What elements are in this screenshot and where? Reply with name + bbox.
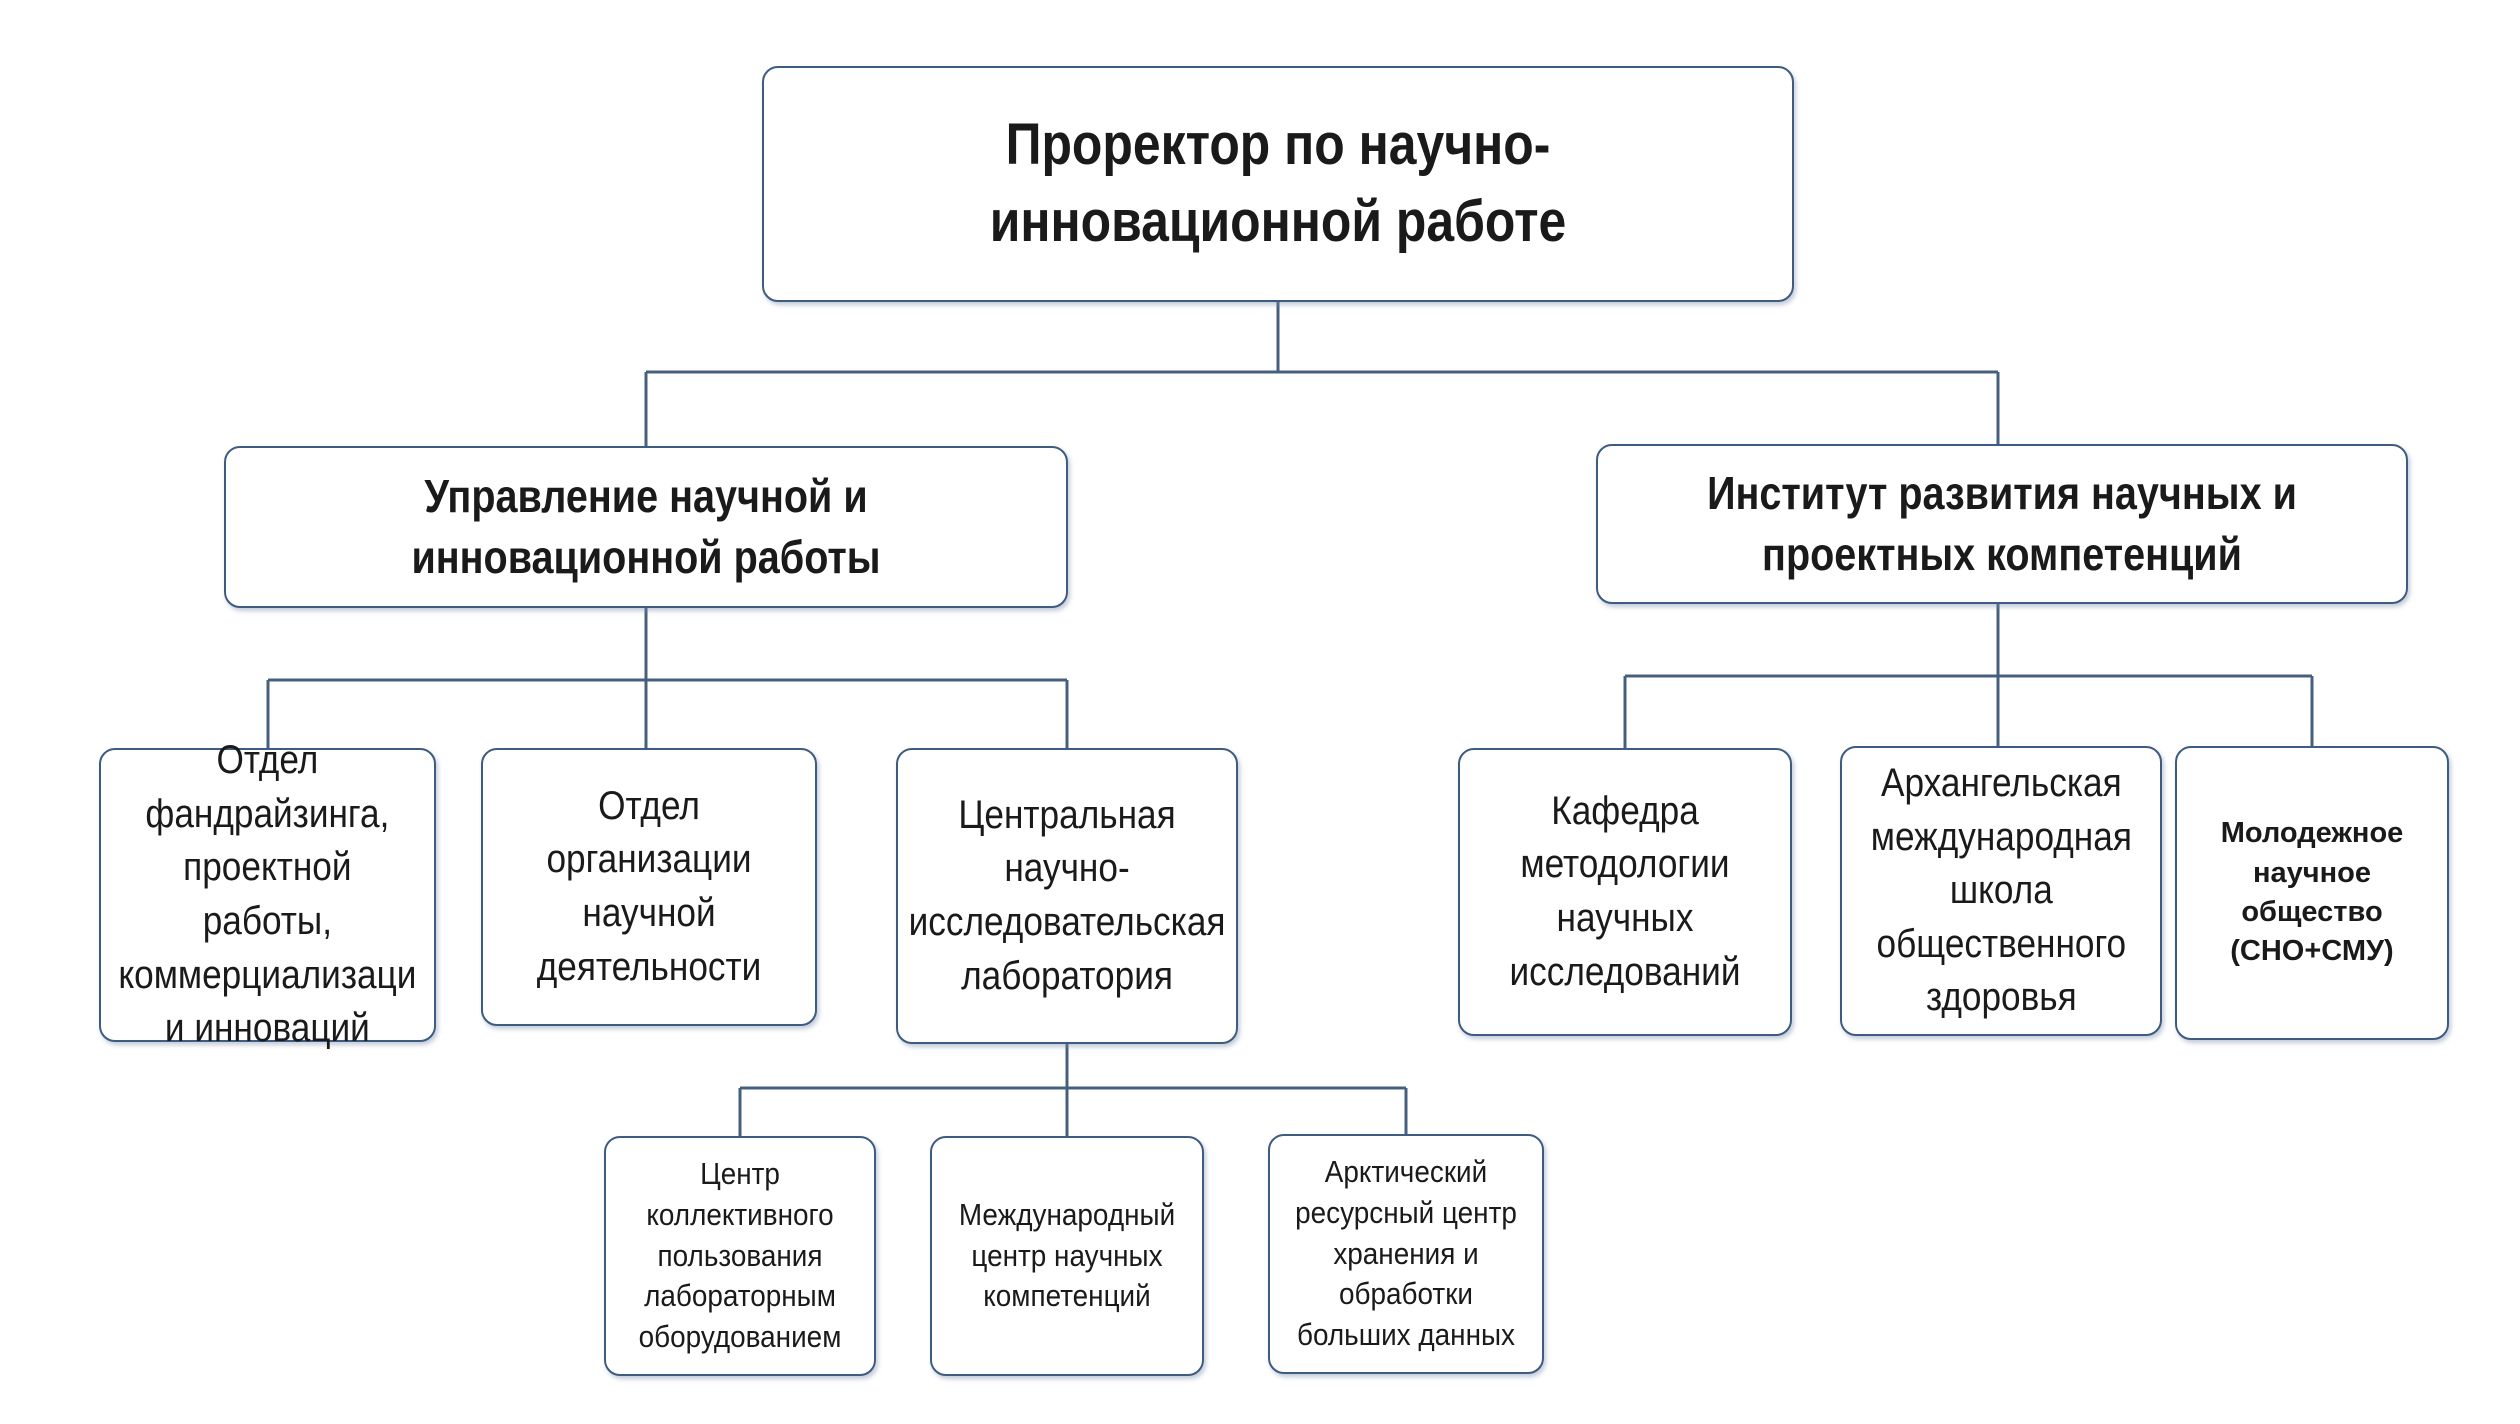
branch-box-research-management: Управление научной и инновационной работ… [224, 446, 1068, 608]
branch-box-competence-institute: Институт развития научных и проектных ко… [1596, 444, 2408, 604]
dept-box-fundraising: Отдел фандрайзинга, проектной работы, ко… [99, 738, 436, 1050]
center-box-arctic-data: Арктический ресурсный центр хранения и о… [1268, 1134, 1544, 1374]
research-organization-dept-label: Отдел организации научной деятельности [536, 783, 762, 989]
dept-box-youth-scientific-society: Молодежное научное общество (СНО+СМУ) [2175, 746, 2449, 1040]
methodology-dept-label: Кафедра методологии научных исследований [1509, 788, 1741, 994]
research-management-label: Управление научной и инновационной работ… [411, 470, 881, 583]
central-lab-label: Центральная научно-исследовательская лаб… [908, 792, 1226, 998]
dept-box-methodology: Кафедра методологии научных исследований [1458, 748, 1792, 1036]
center-box-scientific-competences: Международный центр научных компетенций [930, 1136, 1204, 1376]
center-box-shared-equipment: Центр коллективного пользования лаборато… [604, 1136, 876, 1376]
competence-institute-label: Институт развития научных и проектных ко… [1707, 467, 2297, 580]
dept-box-research-organization: Отдел организации научной деятельности [481, 748, 817, 1026]
root-label: Проректор по научно-инновационной работе [989, 112, 1567, 254]
public-health-school-label: Архангельская международная школа общест… [1870, 761, 2132, 1020]
youth-society-label: Молодежное научное общество (СНО+СМУ) [2220, 817, 2404, 968]
arctic-data-center-label: Арктический ресурсный центр хранения и о… [1295, 1153, 1517, 1353]
root-box-vice-rector: Проректор по научно-инновационной работе [762, 66, 1794, 302]
competence-center-label: Международный центр научных компетенций [958, 1196, 1176, 1314]
shared-equipment-center-label: Центр коллективного пользования лаборато… [638, 1155, 842, 1355]
dept-box-public-health-school: Архангельская международная школа общест… [1840, 746, 2162, 1036]
dept-box-central-lab: Центральная научно-исследовательская лаб… [896, 748, 1238, 1044]
fundraising-dept-label: Отдел фандрайзинга, проектной работы, ко… [118, 738, 417, 1051]
